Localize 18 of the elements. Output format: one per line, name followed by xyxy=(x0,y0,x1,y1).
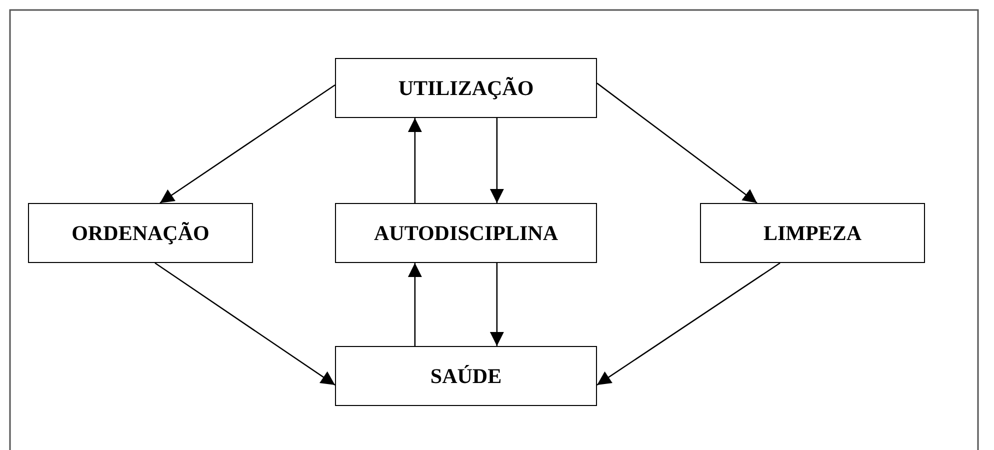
box-label: SAÚDE xyxy=(430,364,502,388)
box-label: AUTODISCIPLINA xyxy=(374,220,558,246)
process-box xyxy=(28,203,253,263)
arrow xyxy=(596,262,780,386)
box-label: LIMPEZA xyxy=(763,220,862,246)
box-label: ORDENAÇÃO xyxy=(72,220,210,246)
arrow xyxy=(160,84,336,204)
arrow xyxy=(154,262,336,386)
process-box xyxy=(335,203,597,263)
arrow xyxy=(490,263,504,346)
arrow xyxy=(408,118,422,203)
box-label: UTILIZAÇÃO xyxy=(398,76,534,100)
arrow xyxy=(490,118,504,203)
process-box xyxy=(335,58,597,118)
process-box xyxy=(700,203,925,263)
arrow xyxy=(596,82,758,204)
arrow xyxy=(408,263,422,346)
process-box xyxy=(335,346,597,406)
